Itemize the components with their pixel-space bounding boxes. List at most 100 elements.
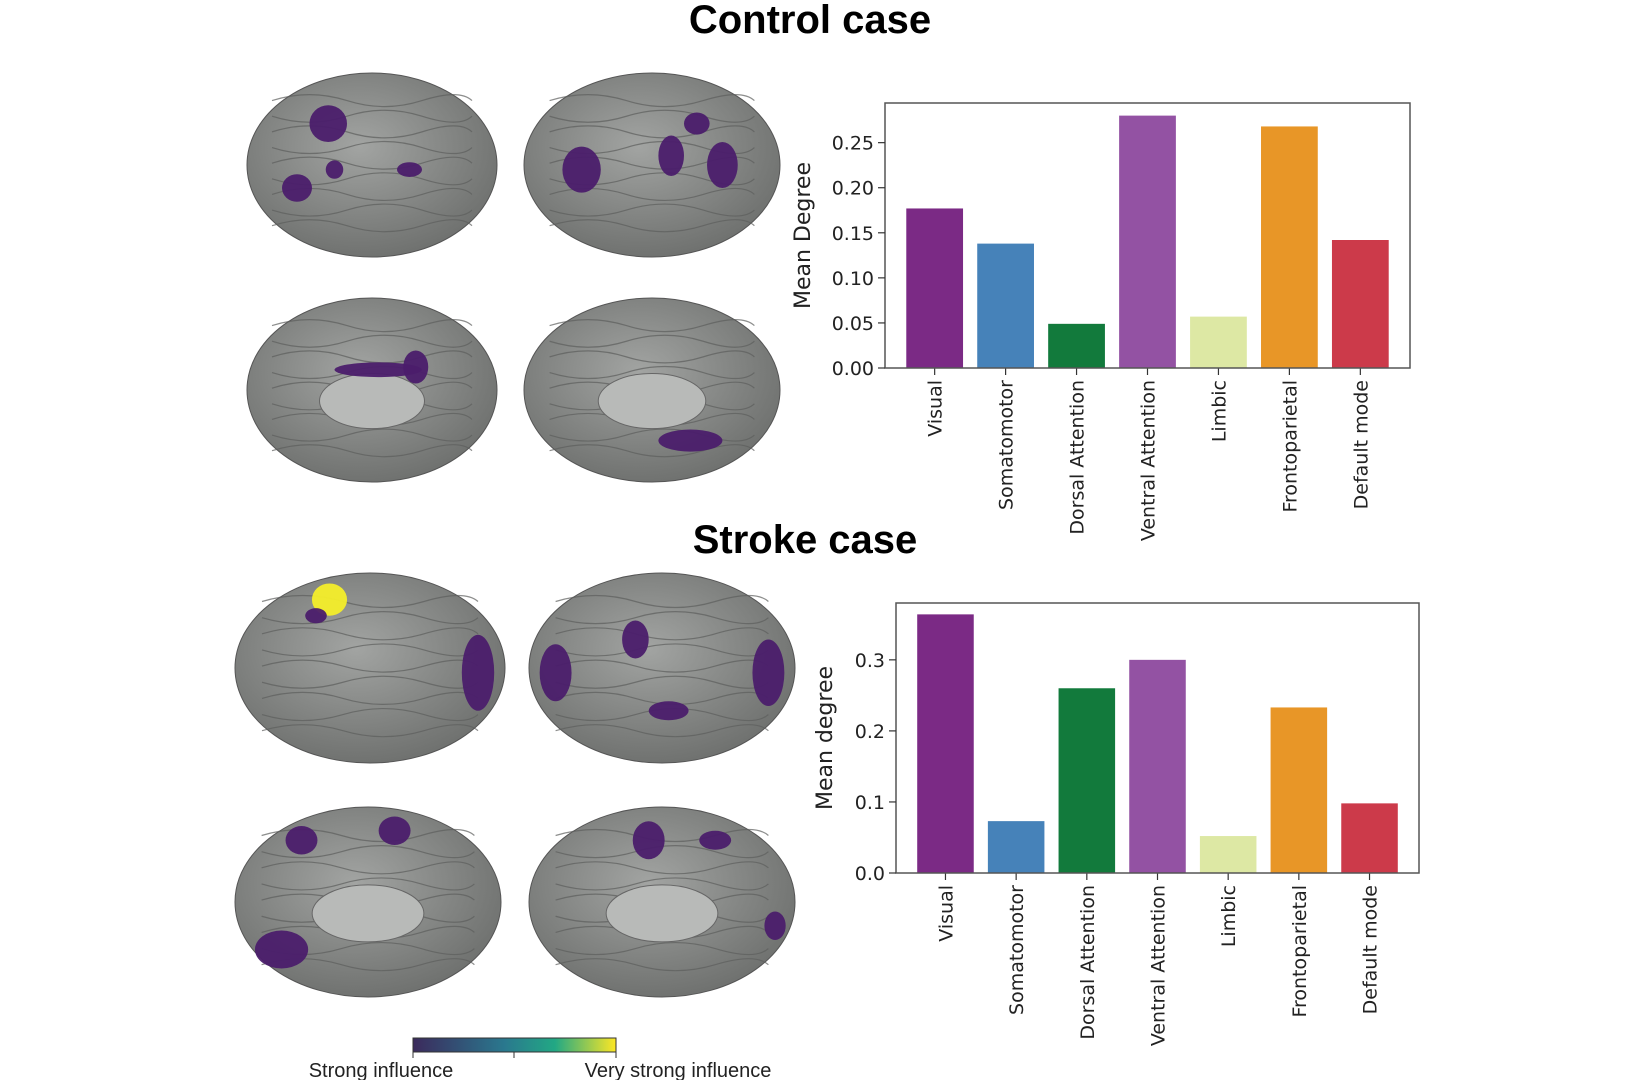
influential-region xyxy=(309,105,347,142)
brain-control-left-lateral xyxy=(246,72,498,258)
influential-region xyxy=(397,162,422,177)
influential-region xyxy=(684,112,710,135)
sulcus-line xyxy=(271,319,473,333)
y-tick-label: 0.1 xyxy=(855,792,885,814)
sulcus-line xyxy=(261,724,479,738)
x-tick-label: Default mode xyxy=(1350,380,1372,509)
sulcus-line xyxy=(555,643,769,657)
brain-control-left-medial xyxy=(246,297,498,483)
brain-stroke-left-medial xyxy=(234,806,502,998)
sulcus-line xyxy=(549,125,755,139)
sulcus-line xyxy=(261,643,479,657)
colorbar-low-label: Strong influence xyxy=(309,1060,454,1080)
sulcus-line xyxy=(555,845,769,859)
x-tick-label: Visual xyxy=(935,885,957,942)
bar-default-mode xyxy=(1341,803,1398,873)
y-tick-label: 0.25 xyxy=(832,133,874,155)
x-tick-label: Limbic xyxy=(1218,885,1240,947)
sulcus-line xyxy=(555,627,769,641)
medial-wall xyxy=(605,884,719,943)
sulcus-line xyxy=(261,627,479,641)
influential-region xyxy=(325,160,344,179)
sulcus-line xyxy=(261,845,475,859)
cortex-surface xyxy=(246,72,498,258)
cortex-surface xyxy=(234,572,506,764)
sulcus-line xyxy=(261,861,475,875)
brain-surface-renderings xyxy=(234,72,796,998)
y-tick-label: 0.00 xyxy=(832,358,874,380)
sulcus-line xyxy=(261,877,475,891)
cortex-surface xyxy=(528,572,796,764)
axes-frame xyxy=(884,102,1411,369)
sulcus-line xyxy=(271,428,473,442)
colorbar-high-label: Very strong influence xyxy=(585,1060,772,1080)
sulcus-line xyxy=(549,109,755,123)
influential-region xyxy=(562,146,601,193)
bar-ventral-attention xyxy=(1119,115,1176,368)
medial-wall xyxy=(597,372,707,430)
sulcus-line xyxy=(261,691,479,705)
sulcus-line xyxy=(271,334,473,348)
brain-stroke-left-lateral xyxy=(234,572,506,764)
y-tick-label: 0.2 xyxy=(855,721,885,743)
sulcus-line xyxy=(261,594,479,609)
sulcus-line xyxy=(555,877,769,891)
sulcus-line xyxy=(555,611,769,625)
sulcus-line xyxy=(555,659,769,673)
medial-wall xyxy=(311,884,425,943)
brain-stroke-right-lateral xyxy=(528,572,796,764)
medial-wall xyxy=(319,372,425,430)
influential-region xyxy=(707,142,738,188)
x-tick-label: Frontoparietal xyxy=(1279,380,1301,513)
control-case-title: Control case xyxy=(689,0,931,42)
bar-somatomotor xyxy=(977,243,1034,368)
y-tick-label: 0.05 xyxy=(832,313,874,335)
y-tick-label: 0.15 xyxy=(832,223,874,245)
sulcus-line xyxy=(555,828,769,843)
bar-frontoparietal xyxy=(1261,126,1318,369)
sulcus-line xyxy=(271,203,473,217)
bar-limbic xyxy=(1199,836,1257,873)
sulcus-line xyxy=(549,203,755,217)
bar-dorsal-attention xyxy=(1048,323,1105,368)
x-tick-label: Visual xyxy=(925,380,947,437)
bar-limbic xyxy=(1190,316,1247,368)
brain-control-right-lateral xyxy=(523,72,781,258)
influential-region xyxy=(658,429,723,452)
sulcus-line xyxy=(261,675,479,689)
x-tick-label: Default mode xyxy=(1360,885,1382,1014)
hot-region xyxy=(311,583,348,616)
influential-region xyxy=(622,620,649,659)
influential-region xyxy=(539,644,572,702)
influential-region xyxy=(752,639,785,706)
sulcus-line xyxy=(555,724,769,738)
influential-region xyxy=(282,174,312,202)
x-tick-label: Somatomotor xyxy=(996,380,1018,510)
sulcus-line xyxy=(261,611,479,625)
sulcus-line xyxy=(261,707,479,722)
sulcus-line xyxy=(271,94,473,108)
sulcus-line xyxy=(549,219,755,233)
y-tick-label: 0.0 xyxy=(855,863,885,885)
x-tick-label: Frontoparietal xyxy=(1289,885,1311,1018)
axes-frame xyxy=(895,602,1420,874)
influential-region xyxy=(334,362,422,378)
sulcus-line xyxy=(549,350,755,364)
bar-ventral-attention xyxy=(1129,659,1186,873)
sulcus-line xyxy=(549,94,755,108)
influential-region xyxy=(461,634,495,711)
sulcus-line xyxy=(555,958,769,972)
sulcus-line xyxy=(549,319,755,333)
sulcus-line xyxy=(271,125,473,139)
sulcus-line xyxy=(271,444,473,458)
sulcus-line xyxy=(555,861,769,875)
colorbar: Strong influence Very strong influence xyxy=(309,1037,772,1082)
bar-visual xyxy=(906,208,964,368)
brain-stroke-right-medial xyxy=(528,806,796,998)
influential-region xyxy=(658,135,684,177)
colorbar-gradient xyxy=(412,1037,617,1053)
sulcus-line xyxy=(549,334,755,348)
